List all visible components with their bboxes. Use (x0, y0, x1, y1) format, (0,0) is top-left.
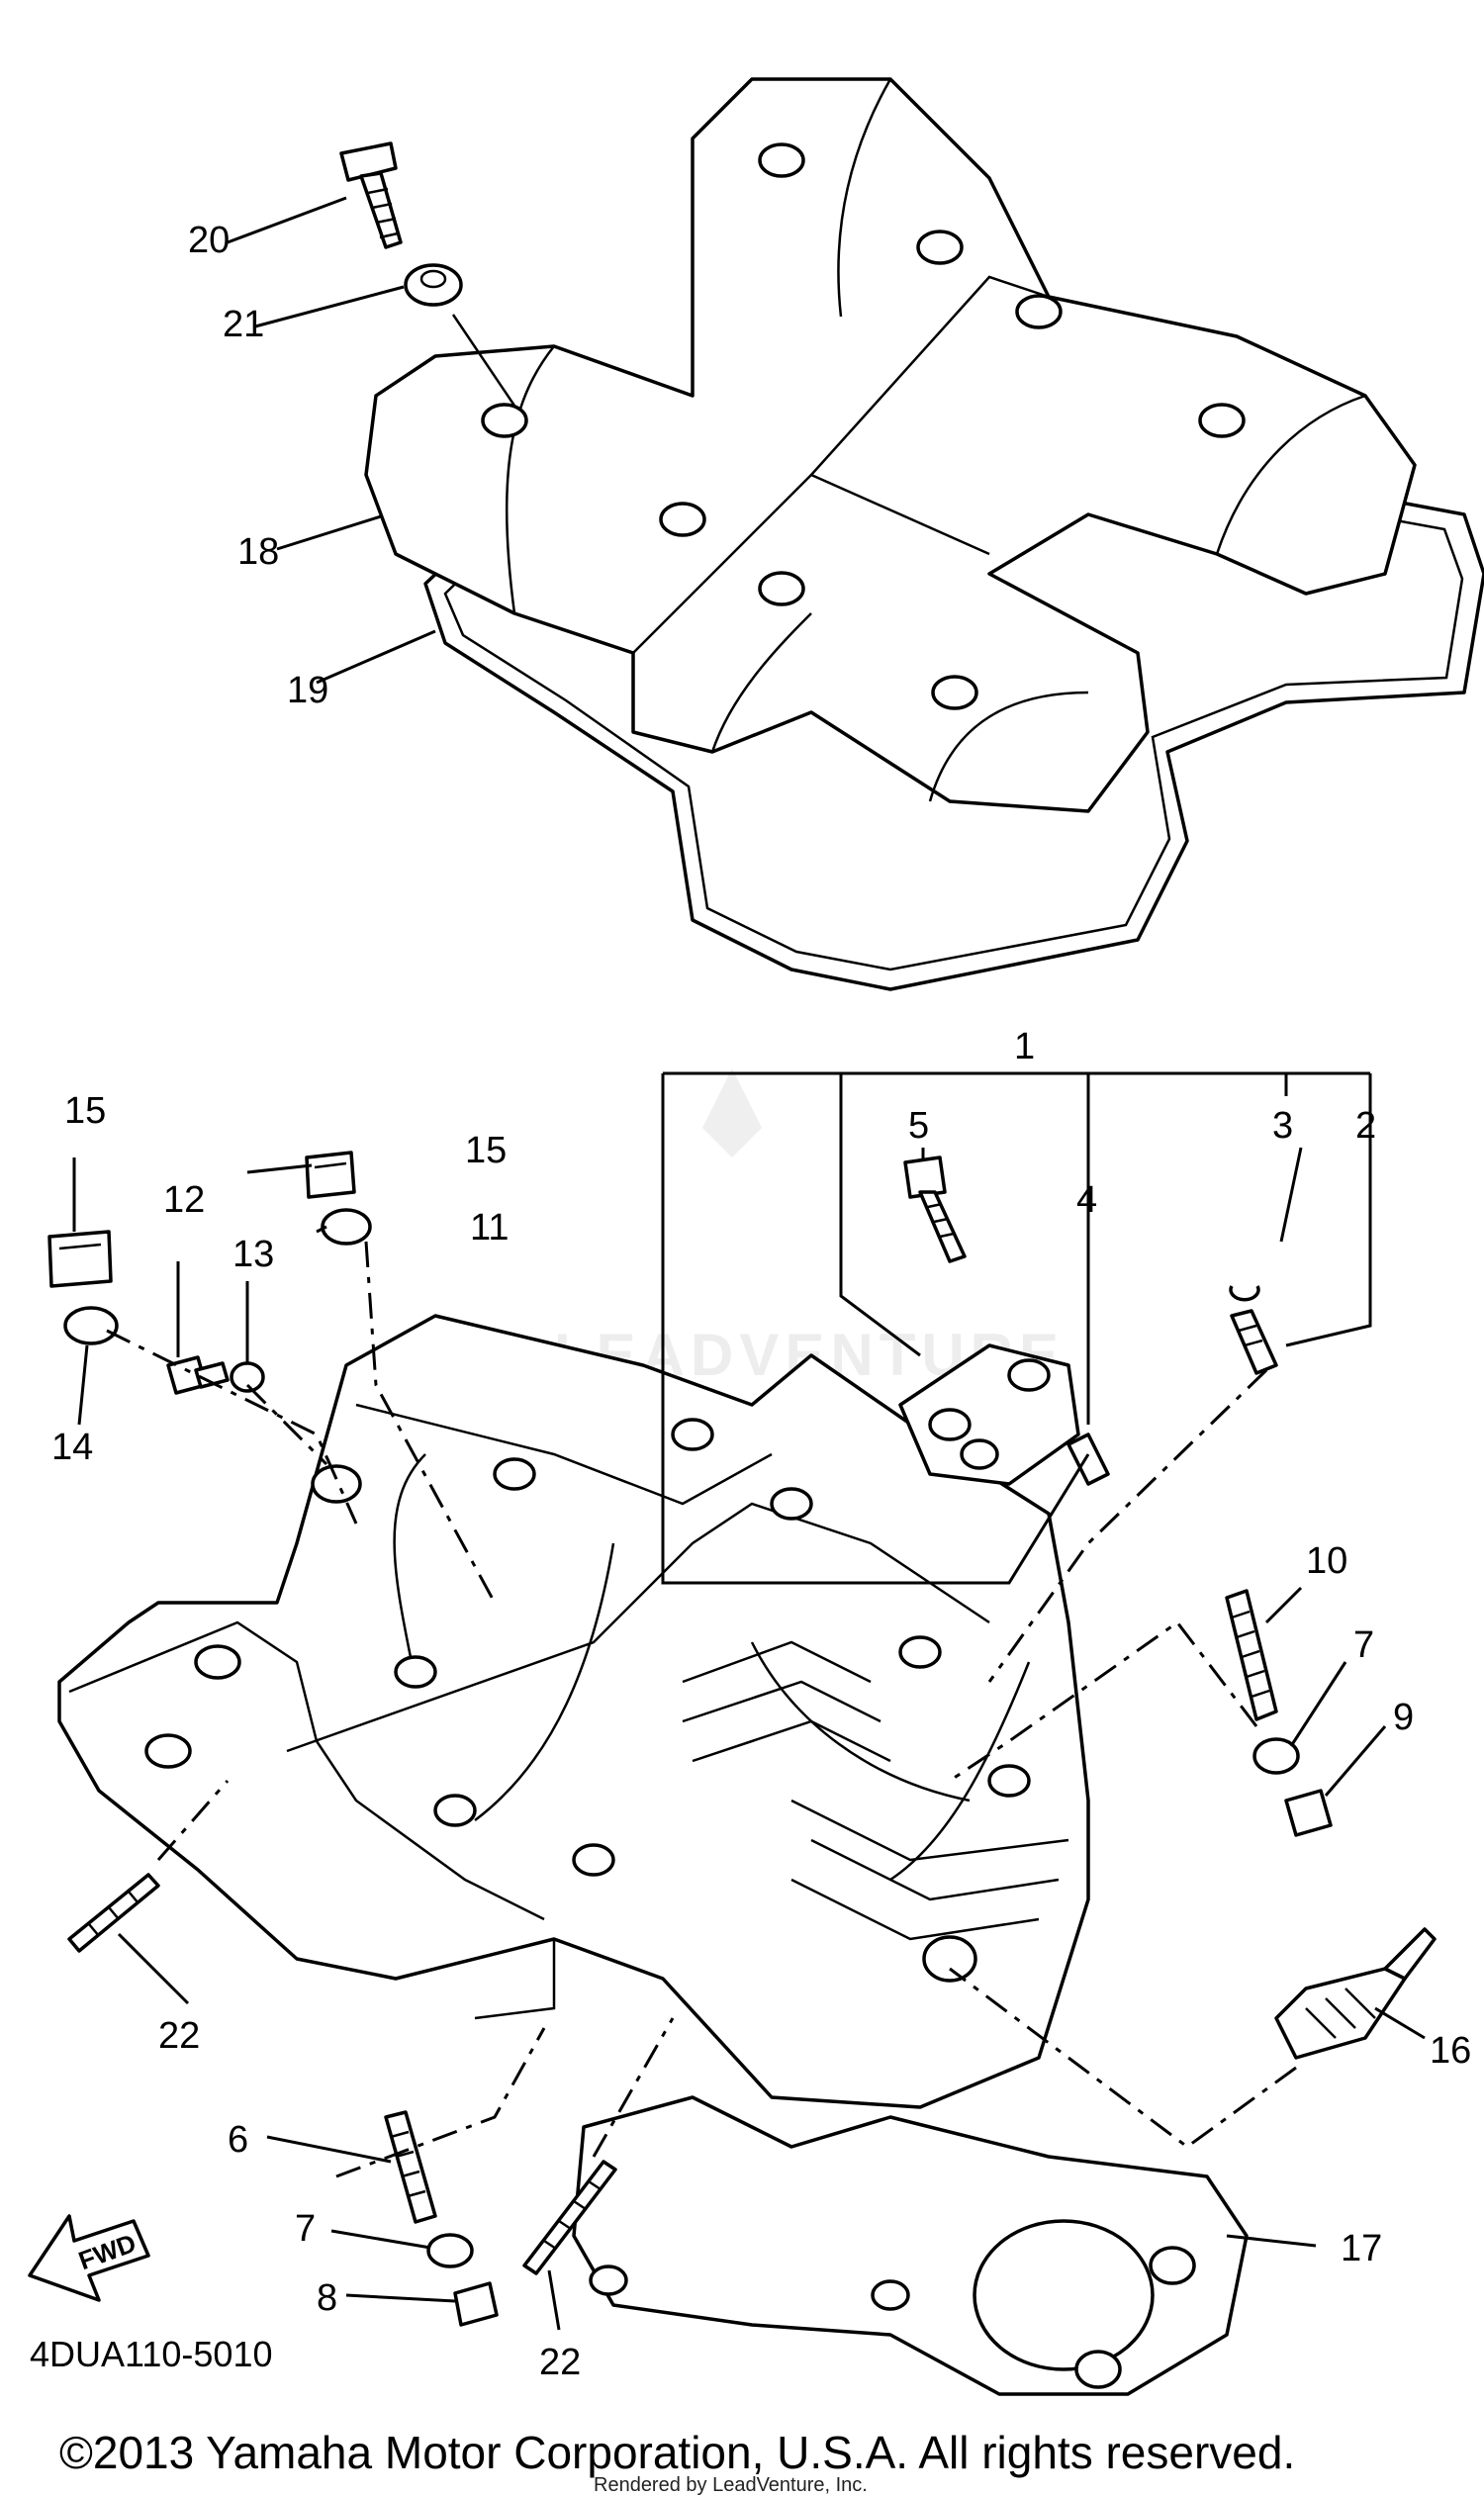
callout-21: 21 (223, 304, 264, 345)
stud-bolt-6 (384, 2110, 437, 2224)
cam-cap-assembly-1 (898, 1343, 1110, 1486)
callout-4: 4 (1076, 1179, 1097, 1221)
head-gasket-17 (572, 2095, 1249, 2396)
callout-12: 12 (163, 1179, 205, 1221)
bolt-5 (903, 1156, 967, 1263)
callout-numbers: 1 2 3 4 5 6 7 7 8 9 10 11 12 13 14 15 15… (51, 220, 1471, 2383)
washer-7-lower (426, 2233, 474, 2268)
nut-8 (453, 2281, 499, 2327)
callout-17: 17 (1341, 2228, 1382, 2269)
head-cover-18 (364, 77, 1417, 813)
cylinder-head-assembly (57, 1314, 1090, 2109)
callout-11: 11 (470, 1207, 509, 1248)
cap-nut-15-left (47, 1230, 113, 1288)
callout-3: 3 (1272, 1105, 1293, 1147)
stud-bolt-10 (1225, 1589, 1278, 1721)
washer-7-right (1252, 1737, 1300, 1775)
callout-19: 19 (287, 670, 328, 711)
stud-bolt-22-center (522, 2160, 617, 2275)
leader-21-to-cover (451, 314, 516, 407)
circlip-3 (1229, 1285, 1260, 1302)
callout-7-right: 7 (1353, 1624, 1374, 1666)
spark-plug-16 (1274, 1927, 1437, 2060)
callout-7-lower: 7 (295, 2208, 316, 2250)
callout-18: 18 (237, 531, 279, 573)
fwd-arrow-icon: FWD (28, 2214, 150, 2302)
washer-11 (321, 1208, 372, 1246)
callout-15-top: 15 (465, 1130, 507, 1171)
cap-nut-15-top (305, 1151, 356, 1199)
bolt-12 (166, 1355, 230, 1395)
copyright-notice: ©2013 Yamaha Motor Corporation, U.S.A. A… (59, 2427, 1295, 2478)
callout-10: 10 (1306, 1540, 1347, 1582)
washer-21 (404, 263, 463, 307)
rendered-by-note: Rendered by LeadVenture, Inc. (594, 2474, 868, 2496)
nut-9 (1284, 1789, 1333, 1837)
callout-22-center: 22 (539, 2342, 581, 2383)
washer-14 (63, 1306, 119, 1345)
callout-20: 20 (188, 220, 230, 261)
callout-9: 9 (1393, 1697, 1414, 1738)
callout-15-left: 15 (64, 1090, 106, 1132)
callout-22-left: 22 (158, 2015, 200, 2057)
stud-bolt-22-left (67, 1873, 160, 1953)
leader-lines (72, 196, 1426, 2331)
dash-dot-center-lines (106, 1241, 1297, 2178)
callout-6: 6 (228, 2119, 248, 2161)
callout-8: 8 (317, 2277, 337, 2319)
dowel-pin-2 (1230, 1309, 1278, 1375)
bolt-20 (339, 141, 403, 249)
callout-13: 13 (232, 1234, 274, 1275)
callout-14: 14 (51, 1427, 93, 1468)
callout-16: 16 (1430, 2030, 1471, 2072)
callout-1: 1 (1014, 1026, 1035, 1067)
diagram-code: 4DUA110-5010 (30, 2334, 273, 2374)
callout-2: 2 (1355, 1105, 1376, 1147)
leadventure-watermark: LEADVENTURE (554, 1068, 1059, 1388)
callout-5: 5 (908, 1105, 929, 1147)
